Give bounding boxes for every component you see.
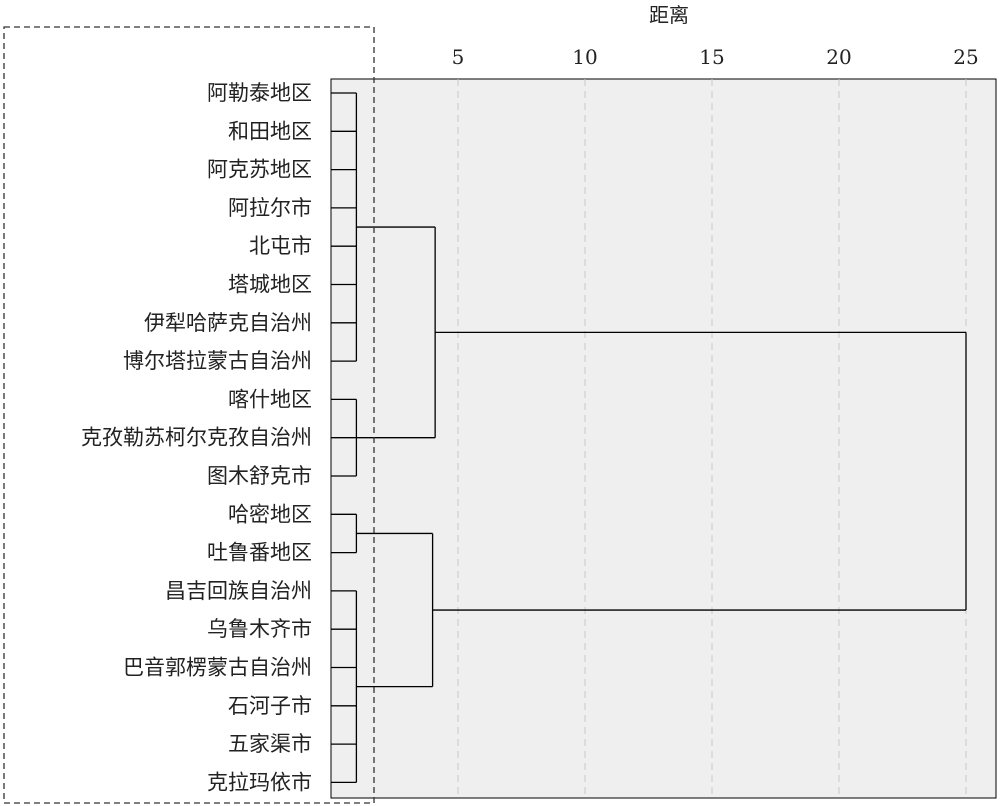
leaf-label: 阿拉尔市 [228, 196, 312, 220]
leaf-label: 吐鲁番地区 [207, 541, 312, 565]
x-tick-label: 20 [826, 45, 851, 69]
leaf-label: 石河子市 [228, 694, 312, 718]
selection-box [3, 26, 375, 804]
leaf-label: 和田地区 [228, 119, 312, 143]
leaf-label: 克孜勒苏柯尔克孜自治州 [81, 426, 312, 450]
leaf-label: 克拉玛依市 [207, 770, 312, 794]
leaf-label: 阿勒泰地区 [207, 81, 312, 105]
leaf-label: 阿克苏地区 [207, 158, 312, 182]
leaf-label: 五家渠市 [228, 732, 312, 756]
axis-title: 距离 [649, 3, 689, 27]
leaf-label: 昌吉回族自治州 [165, 579, 312, 603]
x-tick-labels: 5 10 15 20 25 [452, 45, 979, 69]
leaf-label: 图木舒克市 [207, 464, 312, 488]
leaf-label: 北屯市 [249, 234, 312, 258]
leaf-label: 伊犁哈萨克自治州 [144, 311, 312, 335]
x-tick-label: 10 [572, 45, 597, 69]
leaf-label: 塔城地区 [228, 273, 312, 297]
leaf-label: 巴音郭楞蒙古自治州 [123, 656, 312, 680]
leaf-labels: 阿勒泰地区和田地区阿克苏地区阿拉尔市北屯市塔城地区伊犁哈萨克自治州博尔塔拉蒙古自… [81, 81, 312, 794]
leaf-label: 喀什地区 [228, 387, 312, 411]
leaf-label: 博尔塔拉蒙古自治州 [123, 349, 312, 373]
plot-background [330, 78, 997, 799]
leaf-label: 哈密地区 [228, 502, 312, 526]
dendrogram-links [331, 92, 967, 784]
x-tick-label: 15 [699, 45, 724, 69]
x-tick-label: 5 [452, 45, 465, 69]
leaf-label: 乌鲁木齐市 [207, 617, 312, 641]
x-tick-label: 25 [953, 45, 978, 69]
